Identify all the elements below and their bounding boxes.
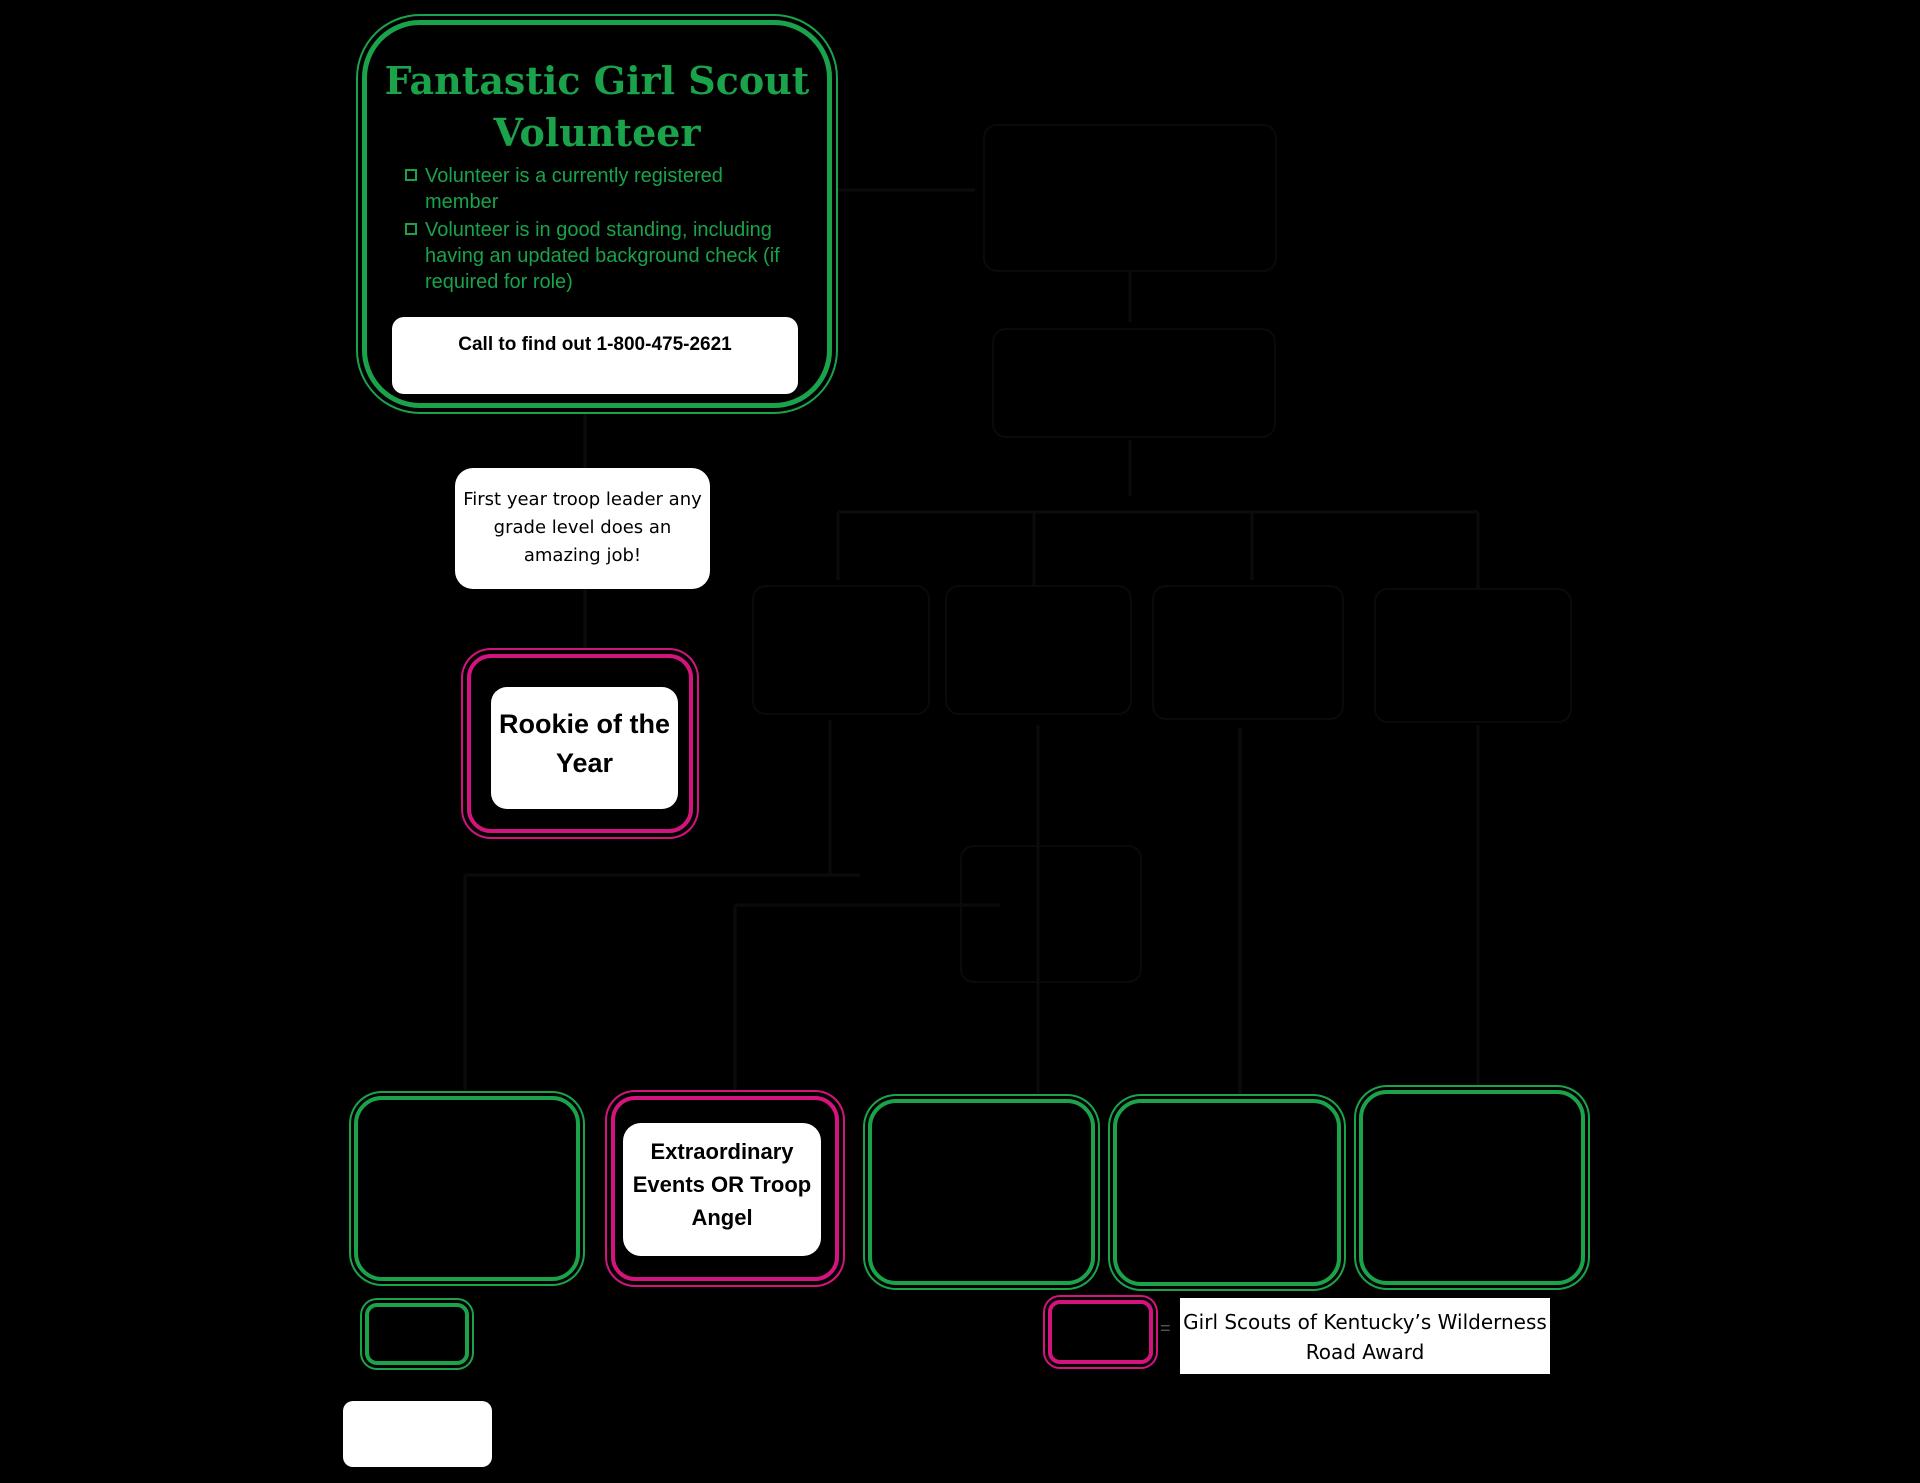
extraordinary-award-frame — [611, 1096, 839, 1281]
criteria-text: Volunteer is a currently registered memb… — [425, 165, 723, 213]
fantastic-volunteer-title: Fantastic Girl Scout Volunteer — [384, 58, 810, 155]
checkbox-icon — [405, 169, 417, 181]
criteria-checklist: Volunteer is a currently registered memb… — [405, 163, 787, 297]
phone-callout: Call to find out 1-800-475-2621 — [392, 317, 798, 394]
criteria-box-right-top — [983, 124, 1277, 272]
criteria-box-branch-4 — [1374, 588, 1572, 723]
criteria-box-right-second — [992, 328, 1276, 438]
rookie-award-frame — [467, 654, 693, 833]
award-box-3 — [868, 1099, 1095, 1285]
award-box-1 — [354, 1096, 580, 1281]
criteria-item: Volunteer is in good standing, including… — [405, 217, 787, 295]
criteria-box-branch-3 — [1152, 585, 1344, 720]
first-year-leader-box: First year troop leader any grade level … — [455, 468, 710, 589]
award-box-5 — [1359, 1090, 1585, 1285]
extraordinary-events-label: Extraordinary Events OR Troop Angel — [623, 1123, 821, 1256]
criteria-box-branch-1 — [752, 585, 930, 715]
criteria-text: Volunteer is in good standing, including… — [425, 219, 780, 293]
criteria-item: Volunteer is a currently registered memb… — [405, 163, 787, 215]
fantastic-volunteer-box: Fantastic Girl Scout Volunteer Volunteer… — [362, 20, 832, 408]
legend-pink-swatch — [1048, 1300, 1153, 1364]
award-box-4 — [1113, 1099, 1341, 1286]
legend-white-swatch — [343, 1401, 492, 1467]
criteria-box-branch-2 — [945, 585, 1132, 715]
criteria-box-middle — [960, 845, 1142, 983]
legend-pink-label: Girl Scouts of Kentucky’s Wilderness Roa… — [1180, 1298, 1550, 1374]
legend-green-swatch — [365, 1303, 469, 1365]
rookie-of-the-year-label: Rookie of the Year — [491, 687, 678, 809]
checkbox-icon — [405, 223, 417, 235]
legend-equals-sign: = — [1160, 1318, 1171, 1338]
